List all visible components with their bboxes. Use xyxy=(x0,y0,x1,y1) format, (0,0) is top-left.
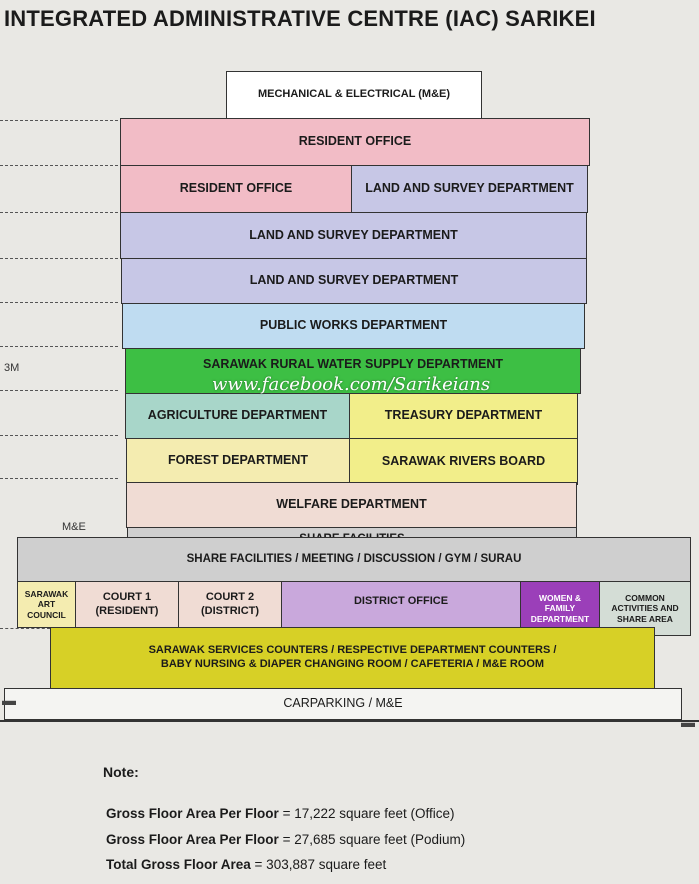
services-line-2: BABY NURSING & DIAPER CHANGING ROOM / CA… xyxy=(160,658,545,670)
note-line-3: Total Gross Floor Area = 303,887 square … xyxy=(106,857,386,872)
women-family-unit: WOMEN & FAMILY DEPARTMENT xyxy=(520,581,600,636)
rivers-board-floor: SARAWAK RIVERS BOARD xyxy=(349,438,578,485)
note-title: Note: xyxy=(103,764,139,780)
forest-floor: FOREST DEPARTMENT xyxy=(126,438,350,483)
rural-water-floor: SARAWAK RURAL WATER SUPPLY DEPARTMENT xyxy=(125,348,581,394)
treasury-floor: TREASURY DEPARTMENT xyxy=(349,393,578,439)
services-line-1: SARAWAK SERVICES COUNTERS / RESPECTIVE D… xyxy=(148,644,557,657)
agriculture-floor: AGRICULTURE DEPARTMENT xyxy=(125,393,350,439)
land-survey-split-floor: LAND AND SURVEY DEPARTMENT xyxy=(351,165,588,213)
welfare-floor: WELFARE DEPARTMENT xyxy=(126,482,577,528)
level-line xyxy=(0,212,118,213)
note-line-1-label: Gross Floor Area Per Floor xyxy=(106,806,279,821)
carparking-level: CARPARKING / M&E xyxy=(4,688,682,720)
share-meeting-floor: SHARE FACILITIES / MEETING / DISCUSSION … xyxy=(17,537,691,582)
level-line xyxy=(0,302,118,303)
court-1-unit: COURT 1 (RESIDENT) xyxy=(75,581,179,628)
mechanical-electrical-level: MECHANICAL & ELECTRICAL (M&E) xyxy=(226,71,482,119)
level-line xyxy=(0,120,118,121)
car-icon: ▬ xyxy=(2,692,16,708)
note-line-2-label: Gross Floor Area Per Floor xyxy=(106,832,279,847)
land-survey-floor: LAND AND SURVEY DEPARTMENT xyxy=(121,258,587,304)
level-line xyxy=(0,478,118,479)
watermark-text: www.facebook.com/Sarikeians xyxy=(212,374,491,395)
level-line xyxy=(0,435,118,436)
level-line xyxy=(0,628,50,629)
court-2-unit: COURT 2 (DISTRICT) xyxy=(178,581,282,628)
note-line-1-value: = 17,222 square feet (Office) xyxy=(282,806,455,821)
resident-office-top-floor: RESIDENT OFFICE xyxy=(120,118,590,166)
me-side-label: M&E xyxy=(62,521,86,533)
land-survey-floor: LAND AND SURVEY DEPARTMENT xyxy=(120,212,587,259)
note-line-1: Gross Floor Area Per Floor = 17,222 squa… xyxy=(106,806,455,821)
district-office-unit: DISTRICT OFFICE xyxy=(281,581,521,628)
page-title: INTEGRATED ADMINISTRATIVE CENTRE (IAC) S… xyxy=(4,6,596,31)
level-line xyxy=(0,165,118,166)
note-line-2-value: = 27,685 square feet (Podium) xyxy=(282,832,466,847)
level-line xyxy=(0,390,118,391)
height-3m-label: 3M xyxy=(4,362,20,374)
note-line-2: Gross Floor Area Per Floor = 27,685 squa… xyxy=(106,832,465,847)
services-counters-floor: SARAWAK SERVICES COUNTERS / RESPECTIVE D… xyxy=(50,627,655,689)
art-council-unit: SARAWAK ART COUNCIL xyxy=(17,581,76,628)
car-icon: ▬ xyxy=(681,714,695,730)
level-line xyxy=(0,258,118,259)
resident-office-floor: RESIDENT OFFICE xyxy=(120,165,352,213)
carparking-label: CARPARKING / M&E xyxy=(283,696,403,711)
note-line-3-value: = 303,887 square feet xyxy=(254,857,387,872)
rural-water-label: SARAWAK RURAL WATER SUPPLY DEPARTMENT xyxy=(202,357,504,371)
level-line xyxy=(0,346,118,347)
note-line-3-label: Total Gross Floor Area xyxy=(106,857,251,872)
public-works-floor: PUBLIC WORKS DEPARTMENT xyxy=(122,303,585,349)
ground-line xyxy=(0,720,699,722)
